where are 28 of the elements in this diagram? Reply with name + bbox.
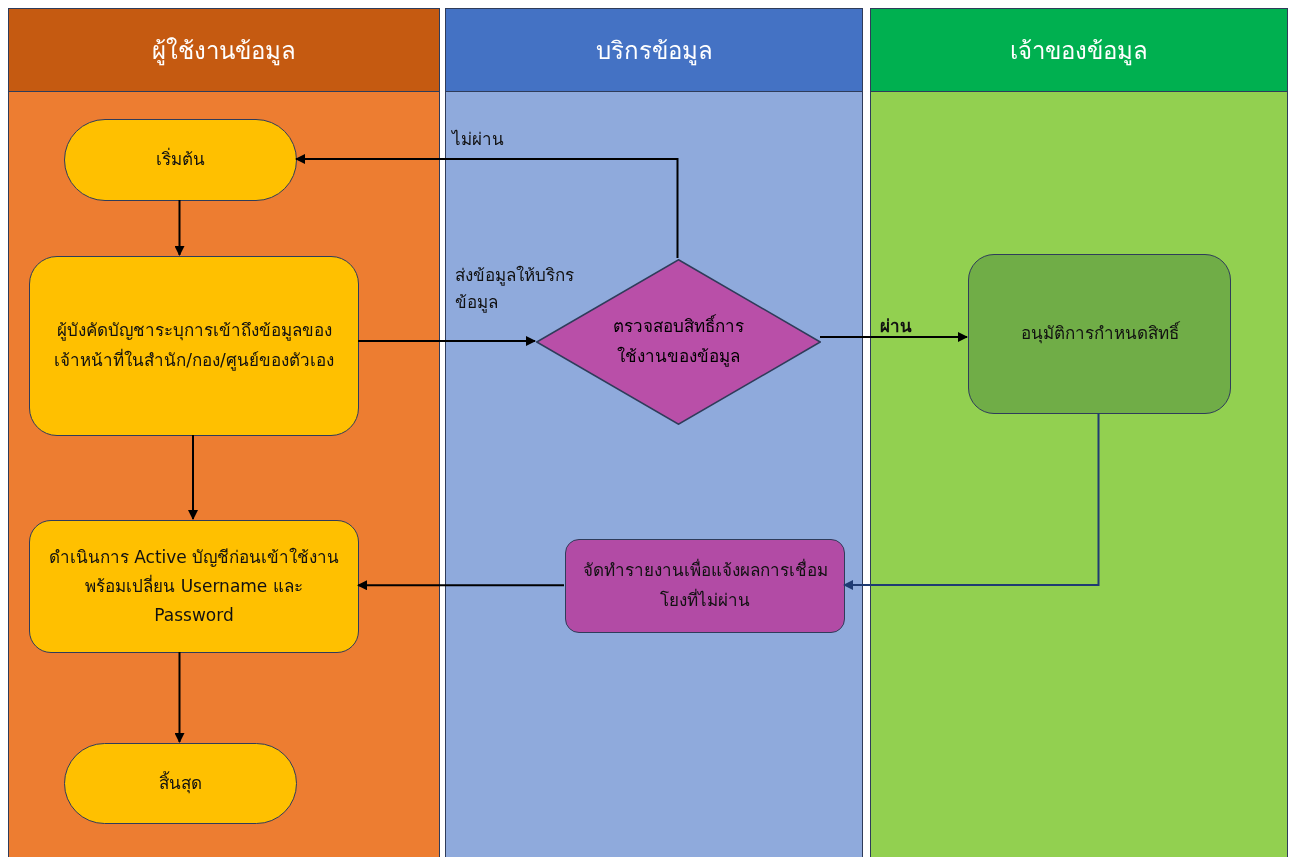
arrow [819,332,968,342]
node-text: ดำเนินการ Active บัญชีก่อนเข้าใช้งาน พร้อมเปลี่ยน Username และ Password [47,546,341,627]
process-box [29,256,359,436]
edge-label: ไม่ผ่าน [452,128,505,151]
edge-label: ส่งข้อมูลให้บริกรข้อมูล [455,264,575,315]
swimlane [445,8,863,857]
arrow [357,580,565,591]
process-box [565,539,845,633]
node-text: จัดทำรายงานเพื่อแจ้งผลการเชื่อมโยงที่ไม่ผ่าน [581,557,829,612]
arrow [357,336,536,346]
lane-title: บริกรข้อมูล [595,35,713,68]
node-text: สิ้นสุด [159,770,202,796]
process-box [29,520,359,653]
arrow [174,651,185,743]
arrow [188,434,198,520]
lane-title: ผู้ใช้งานข้อมูล [152,35,296,68]
arrow [295,154,679,259]
node-text: อนุมัติการกำหนดสิทธิ์ [1020,320,1179,346]
decision-text: ตรวจสอบสิทธิ์การใช้งานของข้อมูล [612,313,745,369]
arrow [174,199,185,256]
lane-title: เจ้าของข้อมูล [1010,35,1148,68]
swimlane [870,8,1288,857]
node-text: ผู้บังคัดบัญชาระบุการเข้าถึงข้อมูลของเจ้าหน้าที่ในสำนัก/กอง/ศูนย์ของตัวเอง [53,319,335,373]
process-box [968,254,1231,414]
node-text: เริ่มต้น [156,146,205,172]
arrow [843,412,1100,590]
swimlane [8,8,440,857]
edge-label: ผ่าน [880,315,913,338]
